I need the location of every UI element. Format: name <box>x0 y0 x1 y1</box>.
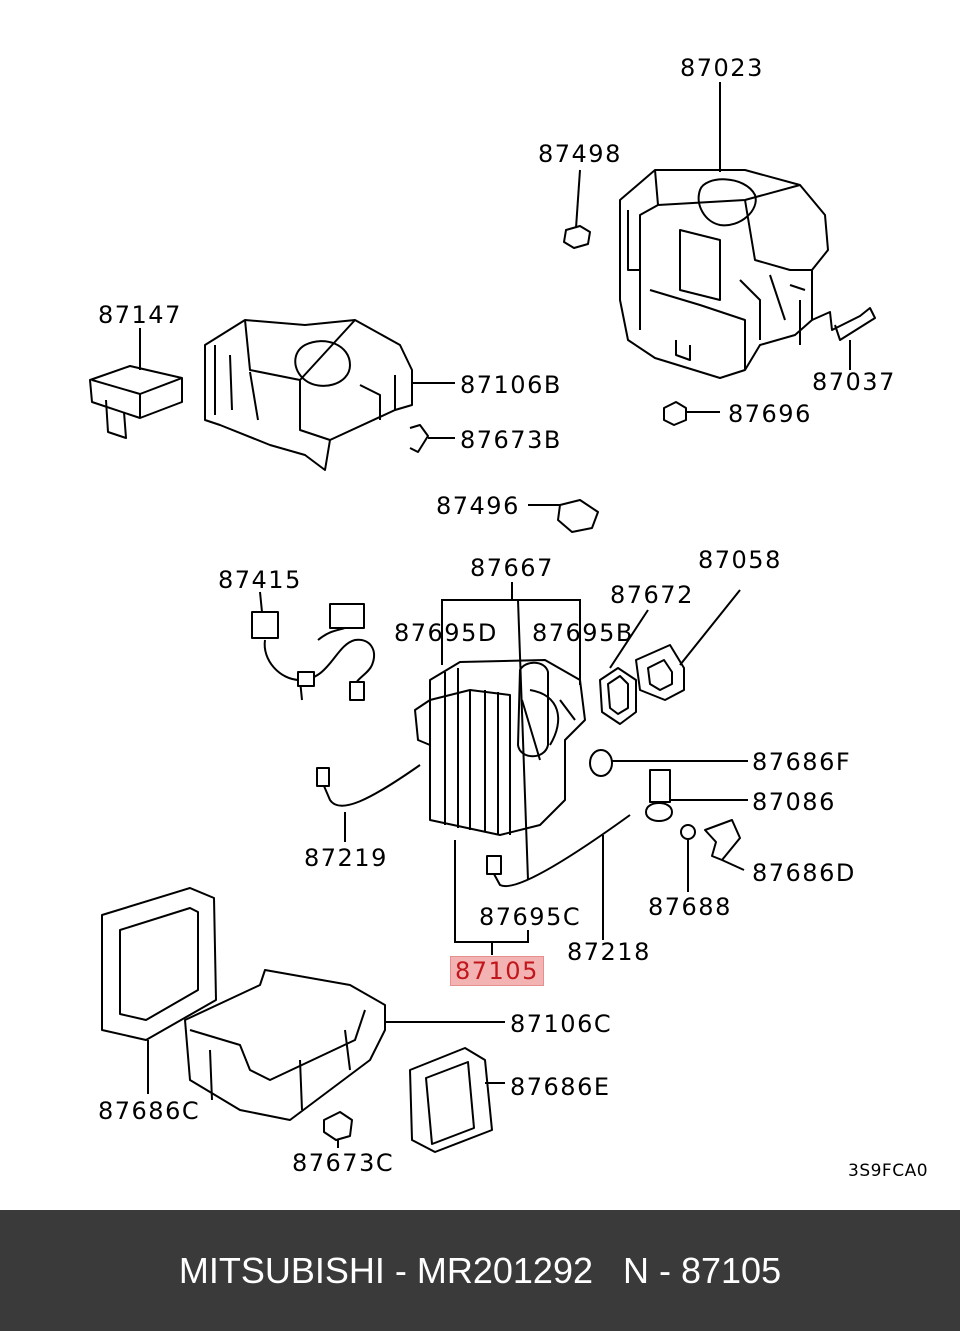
part-label-87695b: 87695B <box>532 619 634 647</box>
footer-bar: MITSUBISHI - MR201292 N - 87105 <box>0 1210 960 1331</box>
part-label-87695d: 87695D <box>394 619 498 647</box>
part-label-87688: 87688 <box>648 893 732 921</box>
nut-87696-drawing <box>663 401 687 426</box>
part-label-87496: 87496 <box>436 492 520 520</box>
seal-87058-drawing <box>635 644 685 701</box>
seal-87672-drawing <box>599 667 637 725</box>
part-label-87219: 87219 <box>304 844 388 872</box>
part-label-87667: 87667 <box>470 554 554 582</box>
part-label-87058: 87058 <box>698 546 782 574</box>
part-label-87696: 87696 <box>728 400 812 428</box>
ring-87688-drawing <box>680 824 696 840</box>
filter-87686e-drawing <box>409 1047 493 1153</box>
part-label-87498: 87498 <box>538 140 622 168</box>
part-label-87218: 87218 <box>567 938 651 966</box>
part-label-87686e: 87686E <box>510 1073 611 1101</box>
part-label-87106c: 87106C <box>510 1010 613 1038</box>
lower-case-87106c-drawing <box>184 969 386 1121</box>
parts-diagram: 87023 87498 87147 87106B 87037 87696 876… <box>89 54 929 1181</box>
seal-87686c-drawing <box>101 887 217 1041</box>
part-label-87086: 87086 <box>752 788 836 816</box>
leader-lines <box>139 82 851 1148</box>
control-unit-87147-drawing <box>89 365 183 439</box>
valve-87086-drawing <box>645 769 673 822</box>
bracket-87037-drawing <box>811 307 876 341</box>
seal-87686d-drawing <box>704 819 741 861</box>
clip-87673b-drawing <box>409 424 429 453</box>
diagram-code: 3S9FCA0 <box>848 1161 929 1181</box>
part-label-87686d: 87686D <box>752 859 856 887</box>
part-label-87105-highlighted[interactable]: 87105 <box>450 956 544 986</box>
harness-87415-drawing <box>251 603 375 701</box>
footer-part-number: MITSUBISHI - MR201292 N - 87105 <box>178 1249 782 1291</box>
part-label-87037: 87037 <box>812 368 896 396</box>
part-label-87672: 87672 <box>610 581 694 609</box>
part-label-87147: 87147 <box>98 301 182 329</box>
part-label-87673b: 87673B <box>460 426 562 454</box>
screw-87673c-drawing <box>323 1111 353 1141</box>
clip-87496-drawing <box>557 499 599 533</box>
sensor-87219-drawing <box>316 764 421 807</box>
part-label-87415: 87415 <box>218 566 302 594</box>
evaporator-87105-drawing <box>414 659 586 836</box>
part-label-87686f: 87686F <box>752 748 852 776</box>
part-label-87686c: 87686C <box>98 1097 201 1125</box>
screw-87498-drawing <box>563 169 591 249</box>
part-label-87673c: 87673C <box>292 1149 395 1177</box>
sensor-87218-drawing <box>486 814 631 888</box>
part-label-87106b: 87106B <box>460 371 562 399</box>
blower-housing-drawing <box>619 169 829 379</box>
upper-case-87106b-drawing <box>204 319 413 471</box>
parts-drawing <box>89 82 876 1153</box>
part-label-87023: 87023 <box>680 54 764 82</box>
seal-87686f-drawing <box>589 749 613 777</box>
part-label-87695c: 87695C <box>479 903 582 931</box>
